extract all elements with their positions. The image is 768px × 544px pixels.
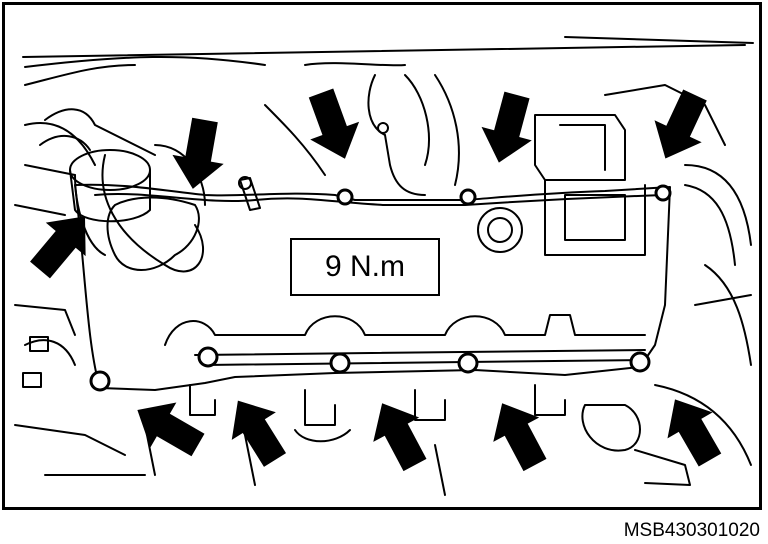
left-side-bolts — [22, 336, 49, 388]
valve-cover-illustration — [14, 36, 754, 496]
round-plug — [477, 207, 523, 253]
arrow-3 — [641, 84, 719, 170]
bolt-3 — [654, 184, 672, 202]
bolt-8 — [629, 351, 651, 373]
arrow-9 — [479, 390, 558, 478]
lower-flange — [164, 314, 646, 346]
arrow-7 — [215, 386, 298, 474]
connector-block — [534, 114, 646, 256]
arrow-8 — [359, 390, 438, 478]
bolt-4 — [89, 370, 111, 392]
torque-spec-box: 9 N.m — [290, 238, 440, 296]
diagram-frame: 9 N.m — [2, 2, 762, 510]
arrow-2 — [473, 88, 543, 170]
torque-spec-label: 9 N.m — [324, 250, 405, 283]
arrow-1 — [296, 84, 370, 168]
bolt-6 — [329, 352, 351, 374]
bolt-1 — [336, 188, 354, 206]
injector-connectors — [144, 384, 691, 496]
bolt-2 — [459, 188, 477, 206]
arrow-6 — [124, 387, 211, 468]
arrow-10 — [652, 386, 733, 473]
intake-duct — [106, 196, 200, 271]
arrow-4 — [167, 115, 231, 194]
bolt-7 — [457, 352, 479, 374]
oil-filler-cap — [69, 149, 151, 223]
figure-code: MSB430301020 — [623, 520, 760, 541]
valve-cover-outline — [74, 183, 671, 391]
bolt-5 — [197, 346, 219, 368]
